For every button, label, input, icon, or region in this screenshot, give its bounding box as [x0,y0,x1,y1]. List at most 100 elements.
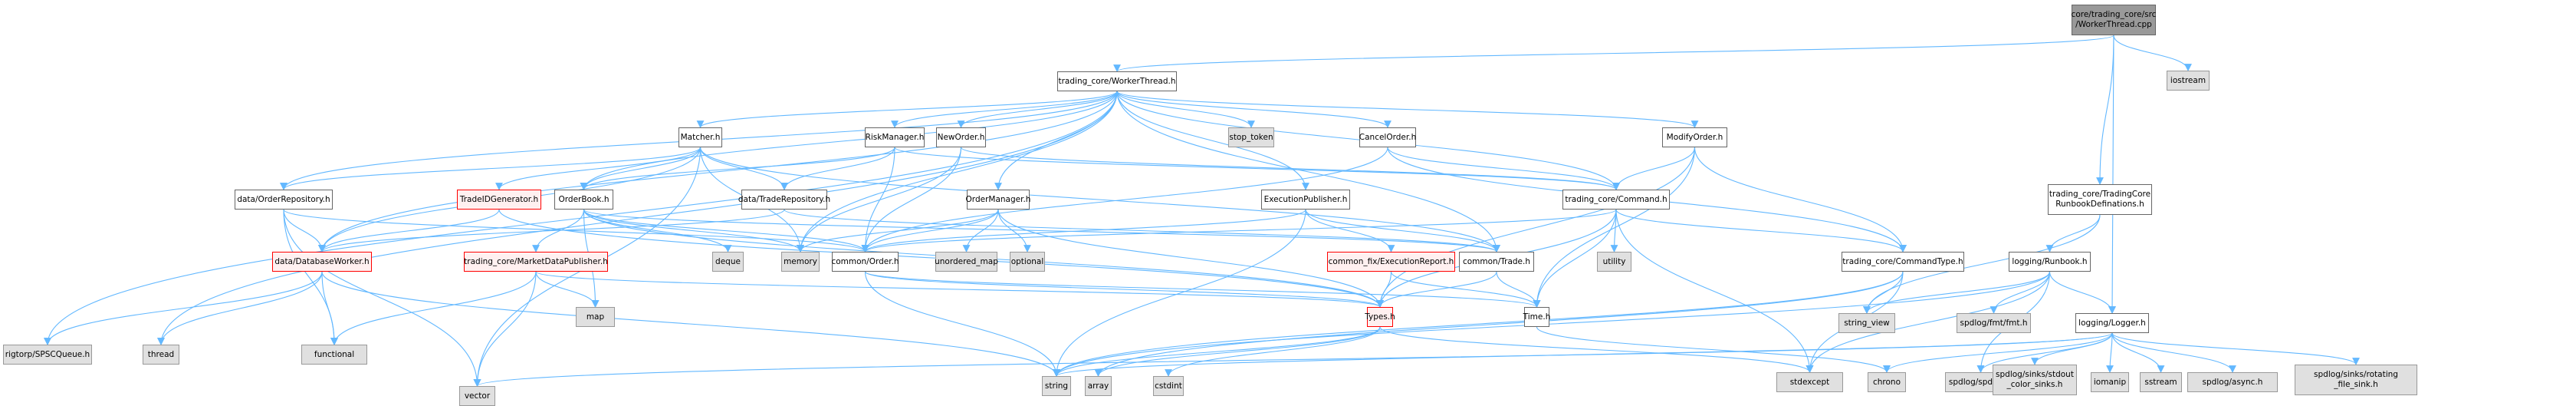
edge-risk-to-command [894,147,1620,190]
edge-orderbook-to-mdpub [532,209,585,253]
edge-logger-to-sstream [2111,332,2165,373]
node-functional[interactable]: functional [301,345,367,365]
node-cstdint[interactable]: cstdint [1153,376,1184,396]
node-spdlog-async-h[interactable]: spdlog/async.h [2187,372,2278,392]
node-sstream[interactable]: sstream [2140,372,2182,392]
node-rotating-file-sink-h[interactable]: spdlog/sinks/rotating _file_sink.h [2295,365,2417,395]
node-execution-report-h[interactable]: common_fix/ExecutionReport.h [1327,252,1455,272]
node-cancel-order-h[interactable]: CancelOrder.h [1359,127,1416,147]
edge-wt-to-cancel [1116,91,1392,128]
node-trade-id-generator-h[interactable]: TradeIDGenerator.h [457,190,541,210]
edge-wt-to-neworder [957,91,1118,128]
node-stop-token[interactable]: stop_token [1228,127,1274,147]
edge-ordermgr-to-optional [997,209,1031,253]
edge-wt-to-ordermgr [994,91,1118,190]
node-spsc-queue-h[interactable]: rigtorp/SPSCQueue.h [3,345,92,365]
node-map[interactable]: map [576,307,615,327]
node-deque[interactable]: deque [712,252,744,272]
edge-runbookdefs-to-runbook [2045,214,2101,253]
edge-traderepo-to-trade [784,209,1500,253]
edge-dbworker-to-functional [321,271,338,345]
edge-execpub-to-execreport [1305,209,1395,253]
node-command-type-h[interactable]: trading_core/CommandType.h [1842,252,1964,272]
node-worker-thread-h[interactable]: trading_core/WorkerThread.h [1057,71,1177,91]
node-worker-thread-cpp[interactable]: core/trading_core/src /WorkerThread.cpp [2072,5,2156,35]
node-string-view[interactable]: string_view [1838,313,1895,333]
edge-ordermgr-to-umap [962,209,999,253]
node-runbook-h[interactable]: logging/Runbook.h [2009,252,2091,272]
edge-wt-to-memory [797,91,1118,253]
edge-orderbook-to-order [583,209,869,253]
edge-types-to-cstdint [1165,326,1381,377]
edge-execreport-to-time [1390,271,1541,308]
node-trade-h[interactable]: common/Trade.h [1459,252,1534,272]
node-time-h[interactable]: Time.h [1523,307,1550,327]
node-risk-manager-h[interactable]: RiskManager.h [865,127,925,147]
edge-matcher-to-traderepo [699,147,788,190]
edge-runbook-to-string [1053,271,2051,377]
node-memory[interactable]: memory [781,252,820,272]
edge-mdpub-to-vector [473,271,537,387]
node-command-h[interactable]: trading_core/Command.h [1562,190,1670,210]
node-market-data-publisher-h[interactable]: trading_core/MarketDataPublisher.h [464,252,608,272]
node-iostream[interactable]: iostream [2167,71,2210,91]
node-thread[interactable]: thread [143,345,179,365]
edge-traderepo-to-dbworker [318,209,785,253]
edge-wt-to-trade [1116,91,1500,253]
node-chrono[interactable]: chrono [1868,372,1906,392]
edge-modify-to-time [1533,147,1696,308]
edge-dbworker-to-spsc [44,271,323,345]
edge-trade-to-types [1376,271,1497,308]
node-array[interactable]: array [1085,376,1112,396]
edge-cpp-to-runbookdefs [2096,35,2114,185]
edge-orderrepo-to-order [283,209,869,253]
edge-wt-to-modify [1116,91,1699,128]
edge-wt-to-execpub [1116,91,1309,190]
node-stdout-color-sinks-h[interactable]: spdlog/sinks/stdout _color_sinks.h [1993,365,2077,395]
edge-logger-to-string [1053,332,2113,377]
node-utility[interactable]: utility [1597,252,1631,272]
edge-mdpub-to-functional [330,271,537,345]
node-string[interactable]: string [1042,376,1071,396]
node-matcher-h[interactable]: Matcher.h [678,127,722,147]
edge-orderbook-to-trade [583,209,1500,253]
node-unordered-map[interactable]: unordered_map [935,252,998,272]
node-new-order-h[interactable]: NewOrder.h [936,127,986,147]
node-spdlog-fmt-h[interactable]: spdlog/fmt/fmt.h [1957,313,2031,333]
edge-modify-to-command [1612,147,1696,190]
node-execution-publisher-h[interactable]: ExecutionPublisher.h [1261,190,1350,210]
edge-types-to-string [1053,326,1381,377]
edge-matcher-to-orderbook [580,147,702,190]
node-order-repository-h[interactable]: data/OrderRepository.h [235,190,333,210]
node-iomanip[interactable]: iomanip [2091,372,2129,392]
edge-logger-to-rotsink [2111,332,2360,365]
edge-mdpub-to-map [535,271,600,308]
node-trade-repository-h[interactable]: data/TradeRepository.h [738,190,830,210]
node-vector[interactable]: vector [459,386,495,406]
node-types-h[interactable]: Types.h [1365,307,1395,327]
edge-wt-to-stoptoken [1116,91,1255,128]
node-logger-h[interactable]: logging/Logger.h [2075,313,2149,333]
edge-logger-to-stdoutsinks [2031,332,2113,365]
edge-tradeid-to-dbworker [318,209,500,253]
edge-neworder-to-command [960,147,1620,190]
node-order-h[interactable]: common/Order.h [831,252,899,272]
edge-logger-to-async [2111,332,2236,373]
node-runbook-definations-h[interactable]: trading_core/TradingCore RunbookDefinati… [2048,184,2152,215]
node-stdexcept[interactable]: stdexcept [1776,372,1843,392]
edge-execpub-to-order [861,209,1306,253]
edge-modify-to-cmdtype [1694,147,1907,253]
edge-execpub-to-string [1053,209,1306,377]
edge-neworder-to-order [861,147,962,253]
edge-command-to-order [861,209,1617,253]
node-optional[interactable]: optional [1010,252,1045,272]
edge-execpub-to-trade [1305,209,1500,253]
node-modify-order-h[interactable]: ModifyOrder.h [1662,127,1727,147]
edge-cmdtype-to-string [1053,271,1904,377]
edge-orderbook-to-deque [583,209,732,253]
edge-command-to-stdexcept [1615,209,1814,373]
node-order-manager-h[interactable]: OrderManager.h [966,190,1030,210]
node-order-book-h[interactable]: OrderBook.h [554,190,613,210]
node-database-worker-h[interactable]: data/DatabaseWorker.h [272,252,372,272]
